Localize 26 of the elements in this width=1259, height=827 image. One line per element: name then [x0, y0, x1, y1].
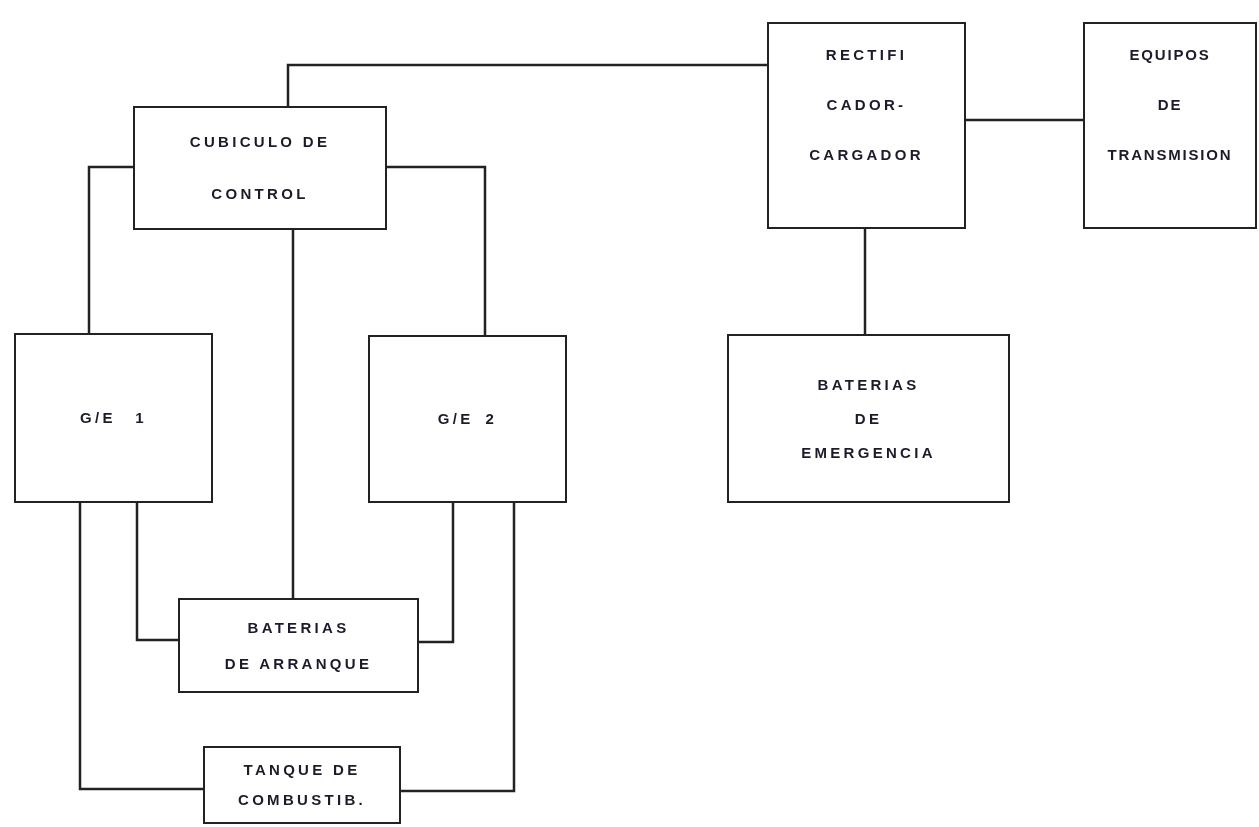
- connector-line: [78, 503, 203, 791]
- block-box: [368, 335, 567, 503]
- block-box: [1083, 22, 1257, 229]
- connector-line: [286, 63, 767, 106]
- block-label: G/E 2: [437, 409, 498, 429]
- block-box: [178, 598, 419, 693]
- block-box: [727, 334, 1010, 503]
- block-label: BATERIAS DE ARRANQUE: [224, 617, 373, 674]
- block-label: CUBICULO DE CONTROL: [189, 132, 331, 204]
- block-box: [133, 106, 387, 230]
- connector-line: [387, 165, 487, 335]
- connector-line: [135, 503, 178, 642]
- connector-line: [419, 503, 455, 644]
- block-label: EQUIPOS DE TRANSMISION: [1107, 44, 1233, 165]
- connector-line: [966, 118, 1083, 122]
- block-box: [767, 22, 966, 229]
- block-label: G/E 1: [80, 408, 147, 428]
- block-box: [14, 333, 213, 503]
- connector-line: [87, 165, 133, 333]
- connector-line: [401, 503, 516, 793]
- block-label: BATERIAS DE EMERGENCIA: [801, 374, 936, 463]
- block-box: [203, 746, 401, 824]
- connector-line: [863, 229, 867, 334]
- block-label: TANQUE DE COMBUSTIB.: [238, 760, 366, 810]
- connector-line: [291, 230, 295, 598]
- block-label: RECTIFI CADOR- CARGADOR: [809, 44, 924, 165]
